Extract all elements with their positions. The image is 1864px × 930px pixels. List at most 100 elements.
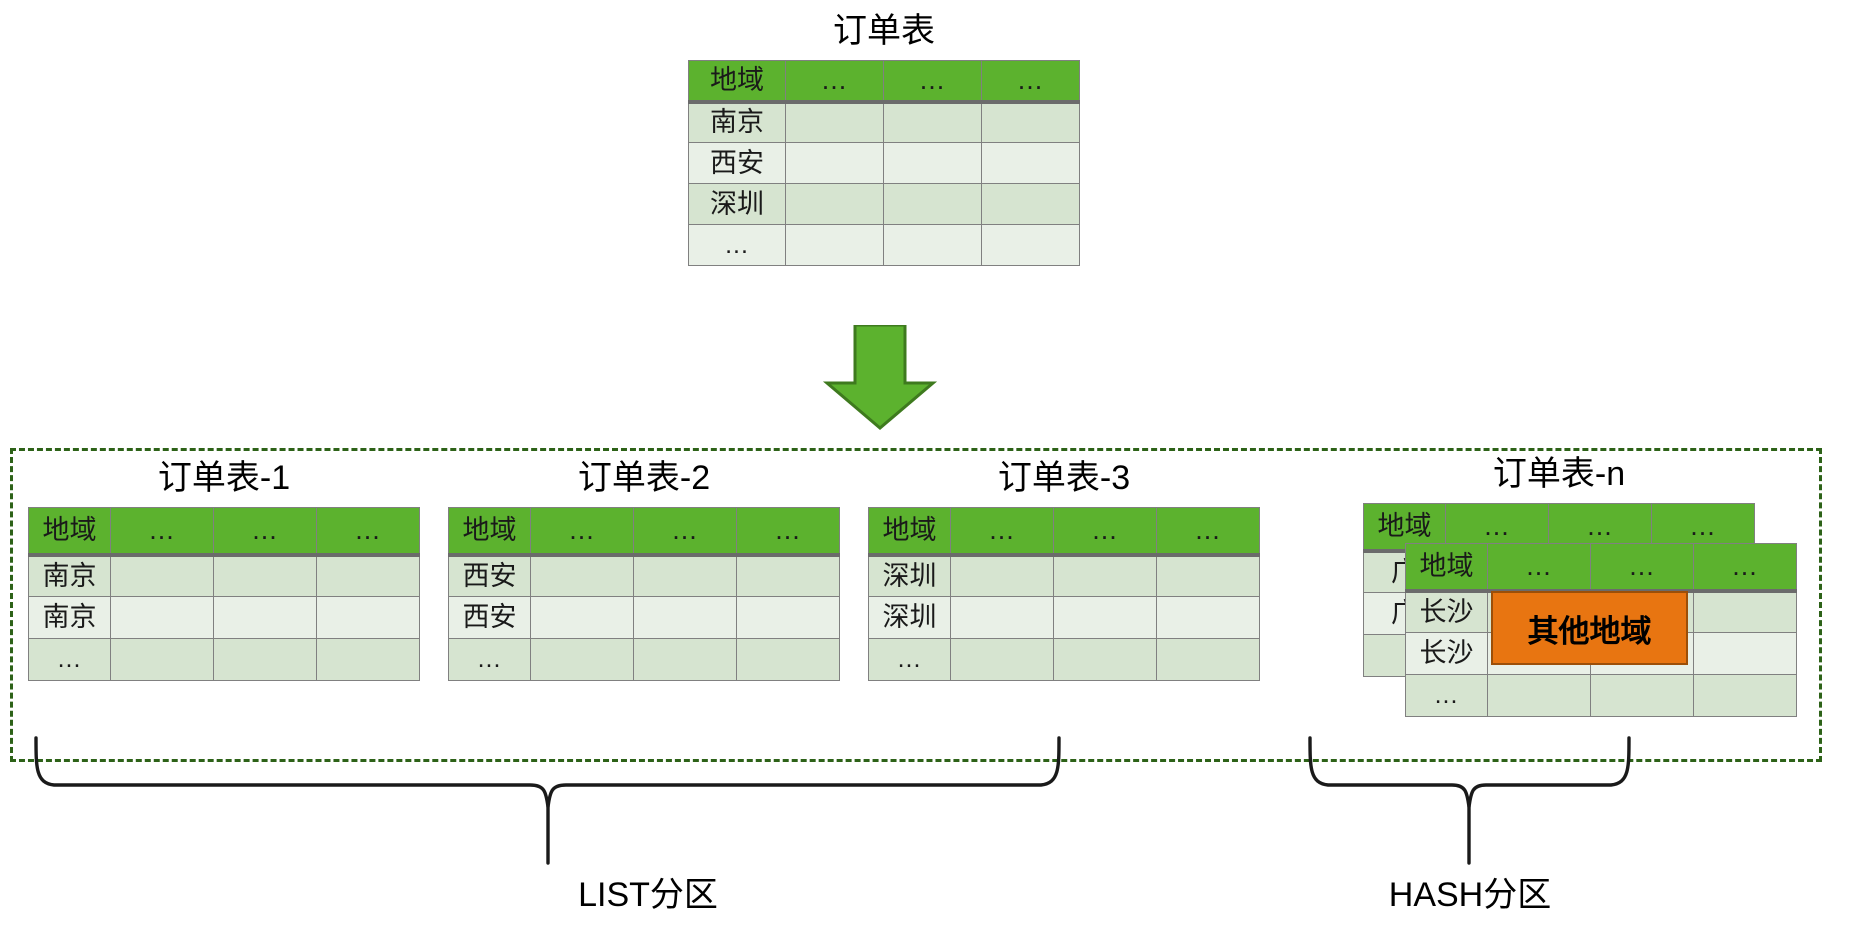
header-cell-3: ... <box>1053 507 1157 557</box>
cell <box>785 183 884 225</box>
cell <box>1693 674 1797 717</box>
cell <box>633 638 737 681</box>
header-cell-3: ... <box>213 507 317 557</box>
table-row: ... <box>448 638 840 681</box>
source-table-title: 订单表 <box>833 12 935 50</box>
partition-table-1: 地域 ... ... ... 南京 南京 ... <box>28 507 420 681</box>
header-cell-4: ... <box>736 507 840 557</box>
header-cell-3: ... <box>633 507 737 557</box>
header-cell-region: 地域 <box>688 60 786 104</box>
table-row: ... <box>1405 674 1797 717</box>
header-cell-region: 地域 <box>448 507 531 557</box>
cell <box>736 554 840 597</box>
other-region-callout: 其他地域 <box>1491 591 1688 665</box>
cell <box>1156 554 1260 597</box>
partition-table-3-title: 订单表-3 <box>997 459 1131 497</box>
cell-region: 西安 <box>448 596 531 639</box>
cell <box>633 554 737 597</box>
cell <box>883 101 982 143</box>
partition-table-2: 地域 ... ... ... 西安 西安 ... <box>448 507 840 681</box>
cell <box>785 142 884 184</box>
cell <box>110 596 214 639</box>
header-cell-4: ... <box>316 507 420 557</box>
partition-table-n-front: 地域 ... ... ... 长沙 长沙 ... <box>1405 543 1797 717</box>
cell-region: 深圳 <box>688 183 786 225</box>
cell-region: 西安 <box>688 142 786 184</box>
header-cell-3: ... <box>883 60 982 104</box>
cell <box>110 554 214 597</box>
cell <box>1693 632 1797 675</box>
cell <box>530 596 634 639</box>
header-cell-region: 地域 <box>1405 543 1488 593</box>
cell-region: 长沙 <box>1405 590 1488 633</box>
header-cell-3: ... <box>1590 543 1694 593</box>
table-row: 深圳 <box>868 554 1260 597</box>
cell-region: ... <box>1405 674 1488 717</box>
cell <box>530 638 634 681</box>
cell <box>316 596 420 639</box>
cell <box>1053 554 1157 597</box>
header-cell-region: 地域 <box>1363 503 1446 553</box>
header-cell-region: 地域 <box>28 507 111 557</box>
header-cell-2: ... <box>1487 543 1591 593</box>
cell-region: ... <box>868 638 951 681</box>
table-row: 深圳 <box>868 596 1260 639</box>
cell <box>1156 596 1260 639</box>
cell <box>316 638 420 681</box>
cell <box>883 183 982 225</box>
cell-region: 长沙 <box>1405 632 1488 675</box>
cell <box>213 638 317 681</box>
cell <box>883 224 982 266</box>
hash-partition-label: HASH分区 <box>1388 876 1552 914</box>
table-row: 南京 <box>688 101 1080 143</box>
partition-table-n-title: 订单表-n <box>1492 455 1626 493</box>
cell <box>1053 596 1157 639</box>
cell <box>736 638 840 681</box>
cell-region: 深圳 <box>868 596 951 639</box>
cell <box>981 183 1080 225</box>
cell <box>883 142 982 184</box>
partition-table-2-title: 订单表-2 <box>577 459 711 497</box>
cell-region: ... <box>28 638 111 681</box>
table-header-row: 地域 ... ... ... <box>448 507 840 557</box>
cell <box>950 554 1054 597</box>
table-row: ... <box>868 638 1260 681</box>
cell-region: 南京 <box>688 101 786 143</box>
cell <box>785 101 884 143</box>
table-header-row: 地域 ... ... ... <box>868 507 1260 557</box>
cell <box>1590 674 1694 717</box>
list-partition-brace <box>34 736 1061 865</box>
header-cell-4: ... <box>1693 543 1797 593</box>
cell <box>213 596 317 639</box>
partition-region-outline <box>10 448 1822 762</box>
header-cell-2: ... <box>950 507 1054 557</box>
table-row: 西安 <box>448 554 840 597</box>
table-row: 西安 <box>688 142 1080 184</box>
cell <box>1053 638 1157 681</box>
partition-table-3: 地域 ... ... ... 深圳 深圳 ... <box>868 507 1260 681</box>
table-row: 西安 <box>448 596 840 639</box>
cell <box>981 224 1080 266</box>
cell-region: 南京 <box>28 554 111 597</box>
cell-region: 南京 <box>28 596 111 639</box>
cell <box>950 596 1054 639</box>
table-header-row: 地域 ... ... ... <box>688 60 1080 104</box>
table-header-row: 地域 ... ... ... <box>1405 543 1797 593</box>
cell <box>950 638 1054 681</box>
header-cell-2: ... <box>785 60 884 104</box>
header-cell-2: ... <box>110 507 214 557</box>
partition-table-1-title: 订单表-1 <box>157 459 291 497</box>
header-cell-region: 地域 <box>868 507 951 557</box>
cell <box>530 554 634 597</box>
list-partition-label: LIST分区 <box>578 876 718 914</box>
table-header-row: 地域 ... ... ... <box>28 507 420 557</box>
cell-region: ... <box>448 638 531 681</box>
table-row: ... <box>28 638 420 681</box>
cell <box>213 554 317 597</box>
header-cell-4: ... <box>981 60 1080 104</box>
table-row: 南京 <box>28 554 420 597</box>
cell <box>1487 674 1591 717</box>
cell <box>981 142 1080 184</box>
header-cell-4: ... <box>1156 507 1260 557</box>
cell <box>110 638 214 681</box>
